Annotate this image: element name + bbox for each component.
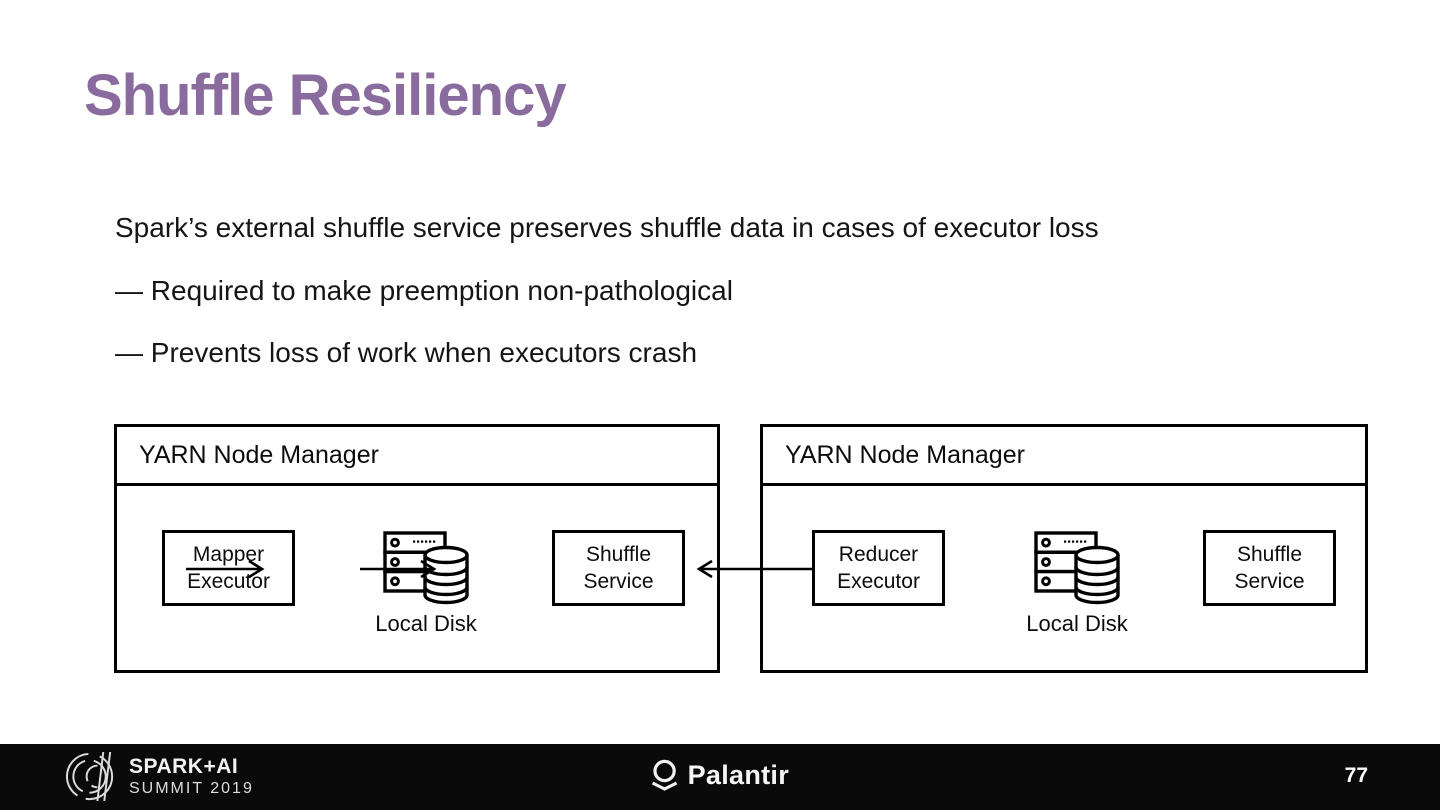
mapper-executor-label-line1: Mapper [192, 543, 265, 566]
yarn-node-manager-box-right: YARN Node Manager Reducer Executor Loc [760, 424, 1368, 673]
palantir-wordmark: Palantir [687, 760, 790, 790]
arrow-mapper-to-disk-icon [186, 559, 265, 579]
spark-ai-summit-logo: SPARK+AI SUMMIT 2019 [64, 749, 254, 804]
shuffle-service-label-line2: Service [583, 570, 654, 593]
reducer-executor-box: Reducer Executor [812, 530, 945, 606]
spark-ai-text: SPARK+AI [129, 755, 239, 778]
shuffle-service-box: Shuffle Service [552, 530, 685, 606]
palantir-logo: Palantir [650, 758, 789, 793]
reducer-executor-label-line2: Executor [837, 570, 920, 593]
shuffle-service-box: Shuffle Service [1203, 530, 1336, 606]
mapper-executor-box: Mapper Executor [162, 530, 295, 606]
local-disk-label: Local Disk [1026, 611, 1128, 636]
shuffle-service-label-line1: Shuffle [1237, 543, 1302, 566]
yarn-node-manager-header: YARN Node Manager [763, 427, 1365, 486]
reducer-executor-label-line1: Reducer [838, 543, 919, 566]
body-bullet-text: — Prevents loss of work when executors c… [115, 337, 698, 368]
arrow-disk-to-service-icon [360, 559, 437, 579]
spark-ai-summit-wordmark: SPARK+AI SUMMIT 2019 [129, 755, 254, 798]
palantir-icon [651, 759, 678, 791]
spark-ai-summit-icon [65, 751, 114, 802]
body-intro-text: Spark’s external shuffle service preserv… [115, 212, 1099, 243]
arrow-reducer-to-shuffle-service-icon [696, 559, 814, 579]
local-disk-label: Local Disk [375, 611, 477, 636]
shuffle-service-label-line2: Service [1234, 570, 1305, 593]
server-disk-icon [383, 531, 469, 605]
summit-2019-text: SUMMIT 2019 [129, 780, 254, 797]
body-bullet-text: — Required to make preemption non-pathol… [115, 275, 733, 306]
page-title: Shuffle Resiliency [84, 63, 567, 128]
shuffle-service-label-line1: Shuffle [586, 543, 651, 566]
page-number: 77 [1344, 764, 1368, 787]
yarn-node-manager-header: YARN Node Manager [117, 427, 717, 486]
yarn-node-manager-box-left: YARN Node Manager Mapper Executor Loca [114, 424, 720, 673]
server-disk-icon [1034, 531, 1120, 605]
footer-bar: SPARK+AI SUMMIT 2019 Palantir 77 [0, 744, 1440, 810]
